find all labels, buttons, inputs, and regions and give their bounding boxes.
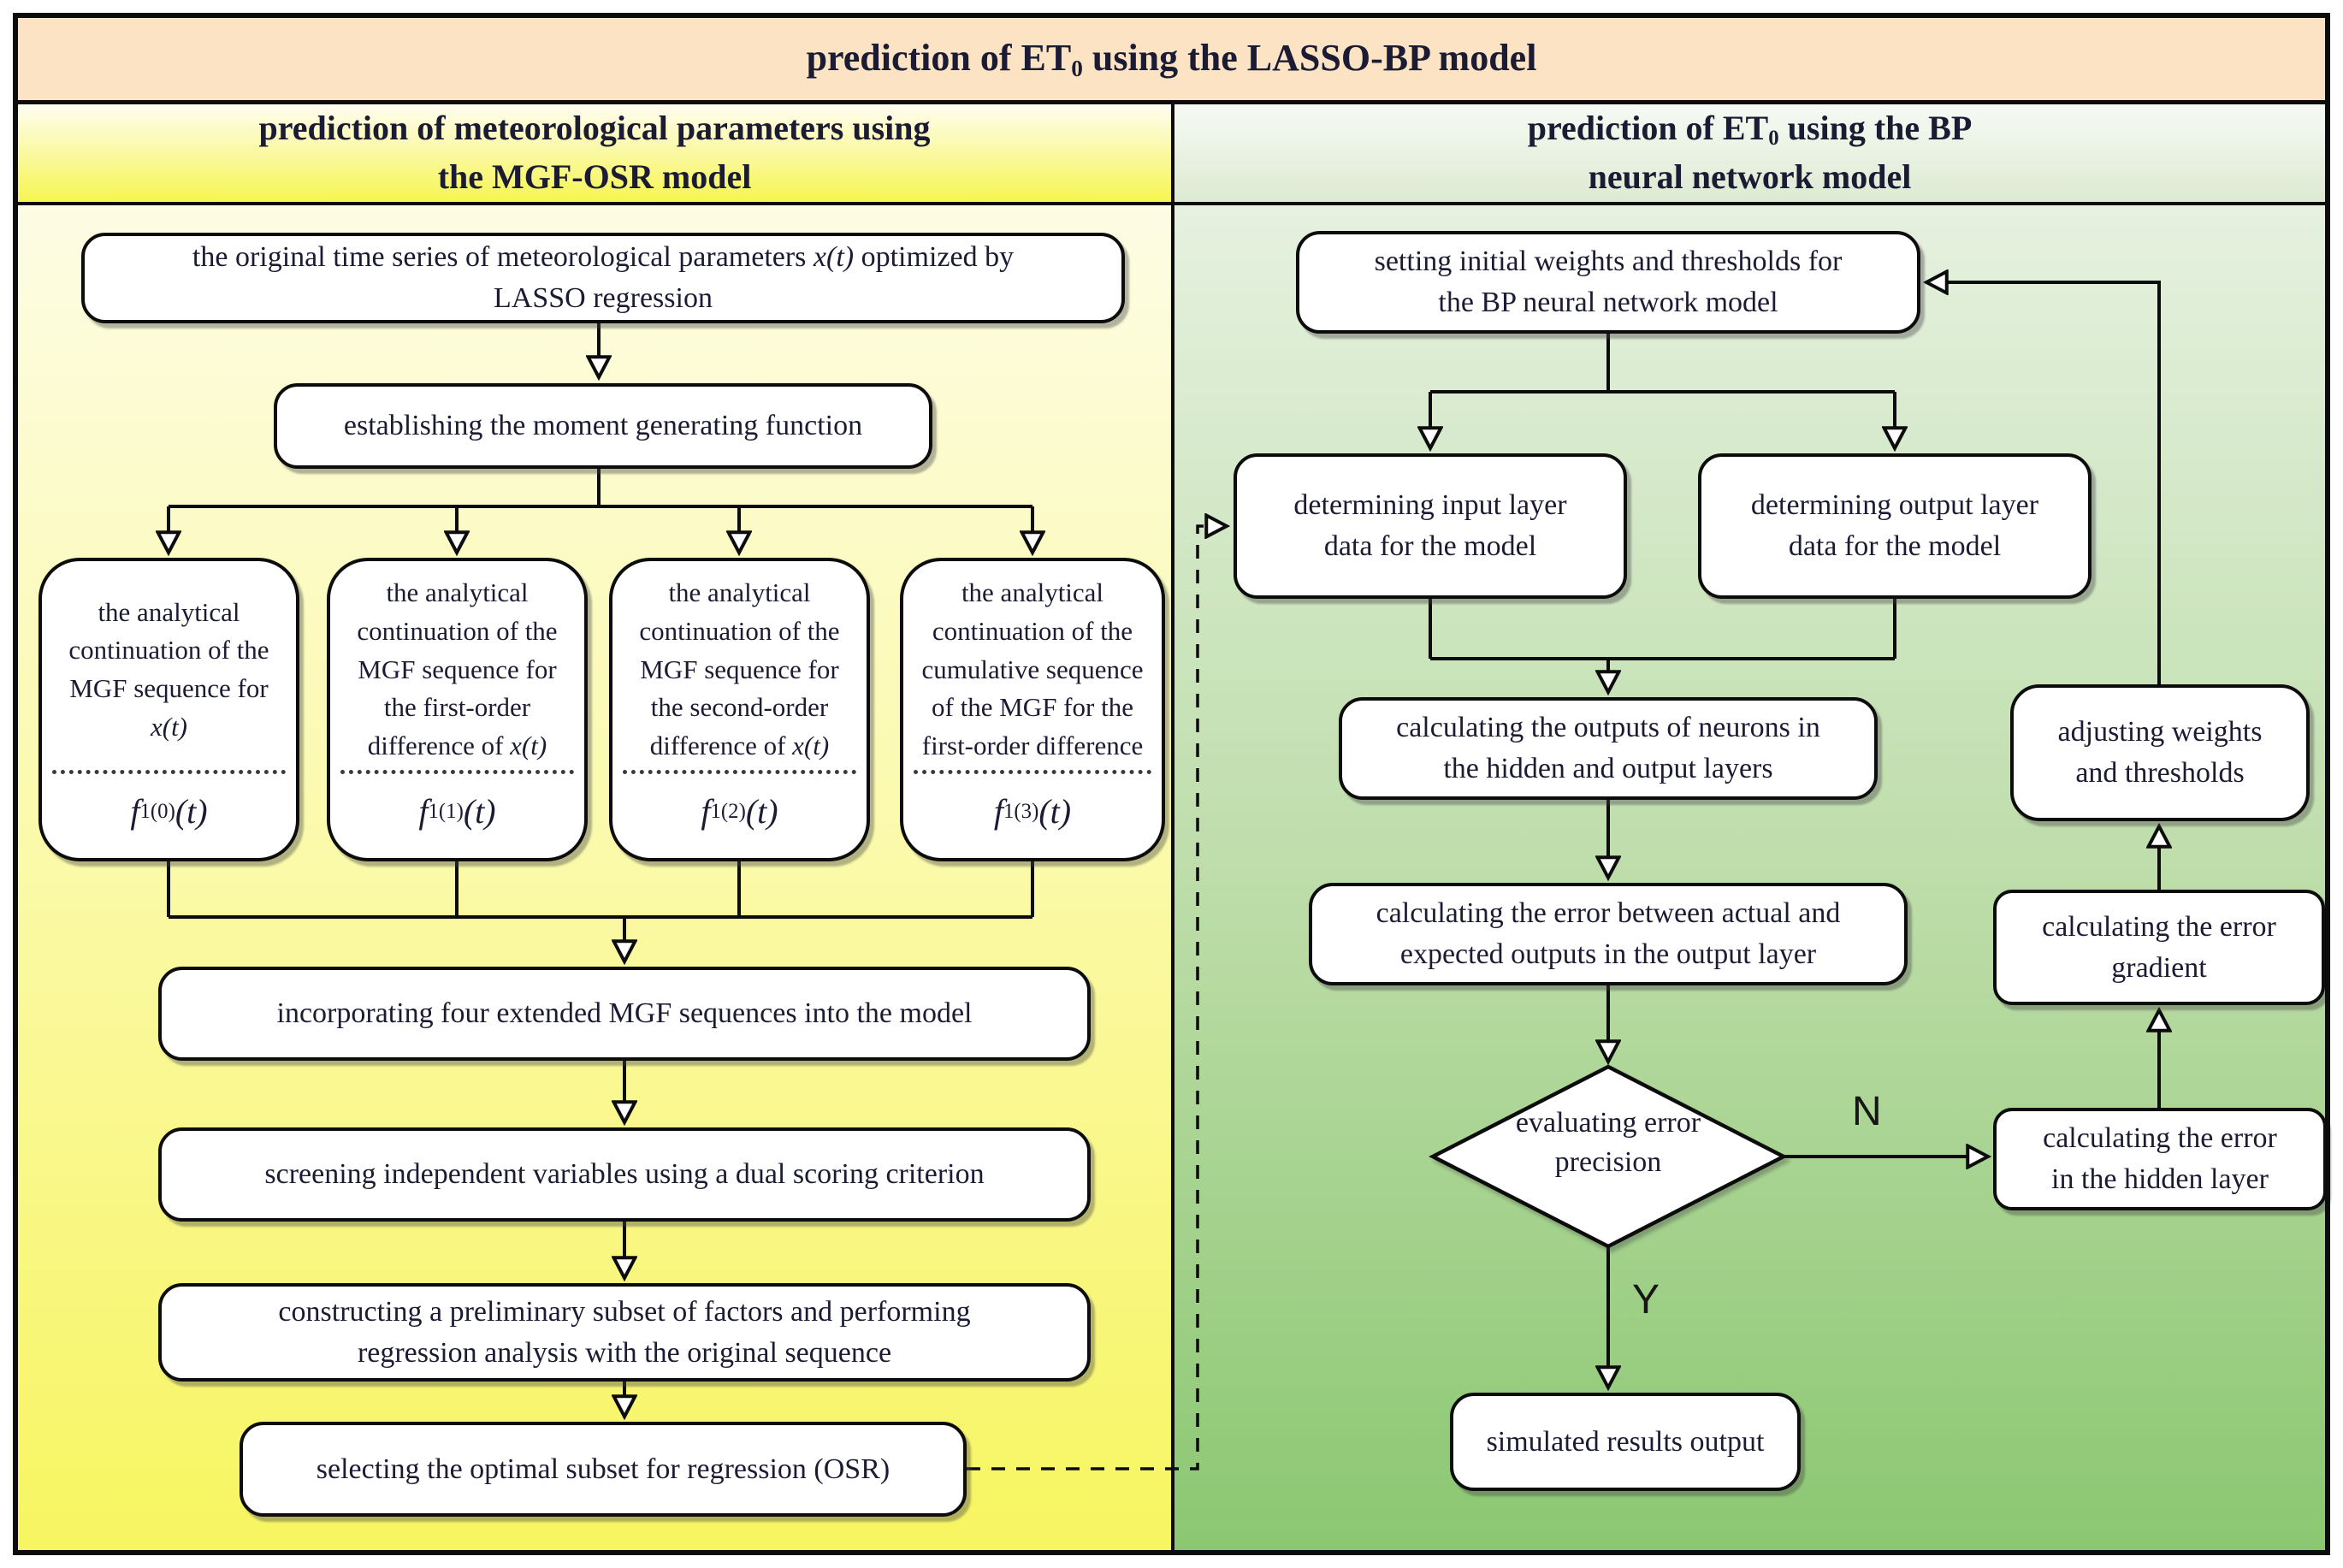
- title-text: prediction of ET: [806, 37, 1072, 80]
- title-text-2: using the LASSO-BP model: [1082, 37, 1537, 80]
- label-yes: Y: [1632, 1277, 1660, 1322]
- math-xt: x(t): [150, 711, 188, 742]
- title-subscript: 0: [1071, 55, 1083, 81]
- left-header-line1: prediction of meteorological parameters …: [258, 109, 931, 148]
- box-mgf-0: the analytical continuation of the MGF s…: [38, 558, 299, 861]
- dotted-divider: [623, 770, 856, 774]
- box-screening: screening independent variables using a …: [158, 1127, 1091, 1222]
- right-panel-background: [1171, 205, 2325, 1550]
- box-mgf-1: the analytical continuation of the MGF s…: [327, 558, 588, 861]
- right-header-line2: neural network model: [1588, 157, 1912, 197]
- diagram-title: prediction of ET0 using the LASSO-BP mod…: [18, 18, 2325, 104]
- box-setting-weights: setting initial weights and thresholds f…: [1296, 231, 1920, 334]
- label-no: N: [1852, 1089, 1882, 1134]
- math-xt: x(t): [813, 241, 855, 274]
- box-establish-mgf: establishing the moment generating funct…: [274, 383, 932, 469]
- box-calc-error: calculating the error between actual and…: [1309, 883, 1908, 985]
- math-xt: x(t): [510, 730, 547, 760]
- left-header-line2: the MGF-OSR model: [437, 157, 752, 196]
- loop-adjusting-to-setting: [1926, 282, 2161, 684]
- box-mgf-2: the analytical continuation of the MGF s…: [609, 558, 870, 861]
- dashed-osr-to-input-arrow: [967, 526, 1227, 1470]
- box-selecting-osr: selecting the optimal subset for regress…: [240, 1422, 967, 1517]
- right-panel-header: prediction of ET0 using the BP neural ne…: [1171, 104, 2325, 205]
- left-panel-header: prediction of meteorological parameters …: [18, 104, 1171, 205]
- box-incorporating: incorporating four extended MGF sequence…: [158, 967, 1091, 1061]
- box-simulated-output: simulated results output: [1450, 1393, 1801, 1491]
- box-original-series: the original time series of meteorologic…: [81, 233, 1125, 323]
- dotted-divider: [52, 770, 286, 774]
- box-constructing: constructing a preliminary subset of fac…: [158, 1283, 1091, 1382]
- box-mgf-3: the analytical continuation of the cumul…: [900, 558, 1165, 861]
- dotted-divider: [340, 770, 574, 774]
- decision-diamond: [1429, 1064, 1788, 1249]
- math-xt: x(t): [792, 730, 830, 760]
- dotted-divider: [914, 770, 1151, 774]
